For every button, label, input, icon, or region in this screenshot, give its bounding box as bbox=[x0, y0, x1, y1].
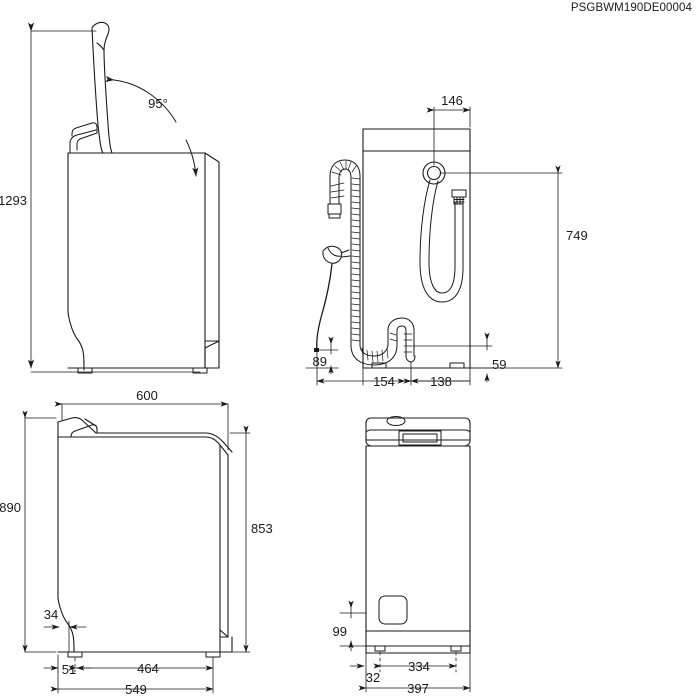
lid-angle-dimension bbox=[105, 75, 199, 177]
dim-height-body: 853 bbox=[251, 521, 273, 536]
dim-plinth-height-line bbox=[339, 600, 367, 652]
dim-inlet-offset-line bbox=[426, 106, 471, 166]
view-front: 99 32 334 bbox=[333, 416, 471, 696]
machine-feet-closed bbox=[67, 651, 221, 658]
cabinet-body-closed bbox=[57, 417, 233, 653]
dim-depth-base: 549 bbox=[125, 682, 147, 697]
water-inlet-hose bbox=[419, 179, 464, 303]
power-plug bbox=[322, 245, 351, 264]
dim-foot-spacing: 464 bbox=[137, 661, 159, 676]
control-display-panel bbox=[398, 430, 442, 446]
dim-height-body-line bbox=[229, 425, 251, 653]
dim-side-foot-inset: 32 bbox=[366, 670, 380, 685]
inlet-hose-coupling bbox=[451, 189, 467, 205]
dim-cord-end-height-line bbox=[305, 336, 339, 375]
dim-front-foot-inset-line bbox=[43, 620, 87, 653]
dim-drain-end-height: 59 bbox=[492, 357, 506, 372]
dim-front-offset: 51 bbox=[62, 662, 76, 677]
dim-height-open: 1293 bbox=[0, 193, 27, 208]
dim-height-overall: 890 bbox=[0, 500, 21, 515]
machine-feet-front bbox=[374, 645, 462, 652]
dim-depth-overall: 600 bbox=[136, 388, 158, 403]
cabinet-body-front bbox=[365, 417, 471, 654]
dim-depth-overall-line bbox=[54, 401, 229, 451]
dim-foot-spacing-line bbox=[68, 656, 214, 673]
dim-width-overall: 397 bbox=[407, 681, 429, 696]
power-cord bbox=[316, 263, 333, 351]
machine-feet-open bbox=[77, 367, 208, 374]
lid-hinge-block bbox=[69, 122, 98, 154]
dim-drain-end-height-line bbox=[412, 332, 493, 383]
view-side-lid-open: 95° 1293 bbox=[0, 21, 220, 374]
machine-feet-rear bbox=[371, 362, 465, 369]
service-flap bbox=[378, 595, 408, 625]
dim-foot-spacing-width: 334 bbox=[408, 659, 430, 674]
dim-cord-end-height: 89 bbox=[313, 354, 327, 369]
dim-height-overall-line bbox=[22, 410, 57, 653]
view-side-lid-closed: 600 890 853 bbox=[0, 388, 273, 697]
dim-depth-base-line bbox=[50, 671, 214, 694]
document-code: PSGBWM190DE00004 bbox=[570, 2, 692, 14]
dim-drain-offset: 138 bbox=[430, 374, 452, 389]
drain-hose bbox=[327, 159, 416, 366]
cabinet-body-rear bbox=[362, 128, 471, 369]
dim-plinth-height: 99 bbox=[333, 624, 347, 639]
dim-inlet-height: 749 bbox=[566, 228, 588, 243]
dim-width-overall-line bbox=[358, 650, 471, 693]
dim-inlet-offset-from-right: 146 bbox=[441, 93, 463, 108]
cabinet-body-open bbox=[67, 152, 220, 371]
dim-foot-spacing-width-line bbox=[373, 651, 457, 673]
dim-cord-offset: 154 bbox=[373, 374, 395, 389]
lid-knob bbox=[386, 416, 406, 426]
dim-height-open-line bbox=[27, 22, 201, 373]
dim-front-foot-inset: 34 bbox=[44, 607, 58, 622]
dim-side-foot-inset-line bbox=[349, 650, 381, 673]
dim-lid-open-angle: 95° bbox=[148, 96, 168, 111]
dim-cord-offset-line bbox=[316, 349, 406, 386]
lid-open bbox=[91, 21, 113, 154]
dim-drain-offset-line bbox=[403, 361, 471, 386]
view-rear-hoses: 146 749 89 bbox=[305, 93, 588, 389]
